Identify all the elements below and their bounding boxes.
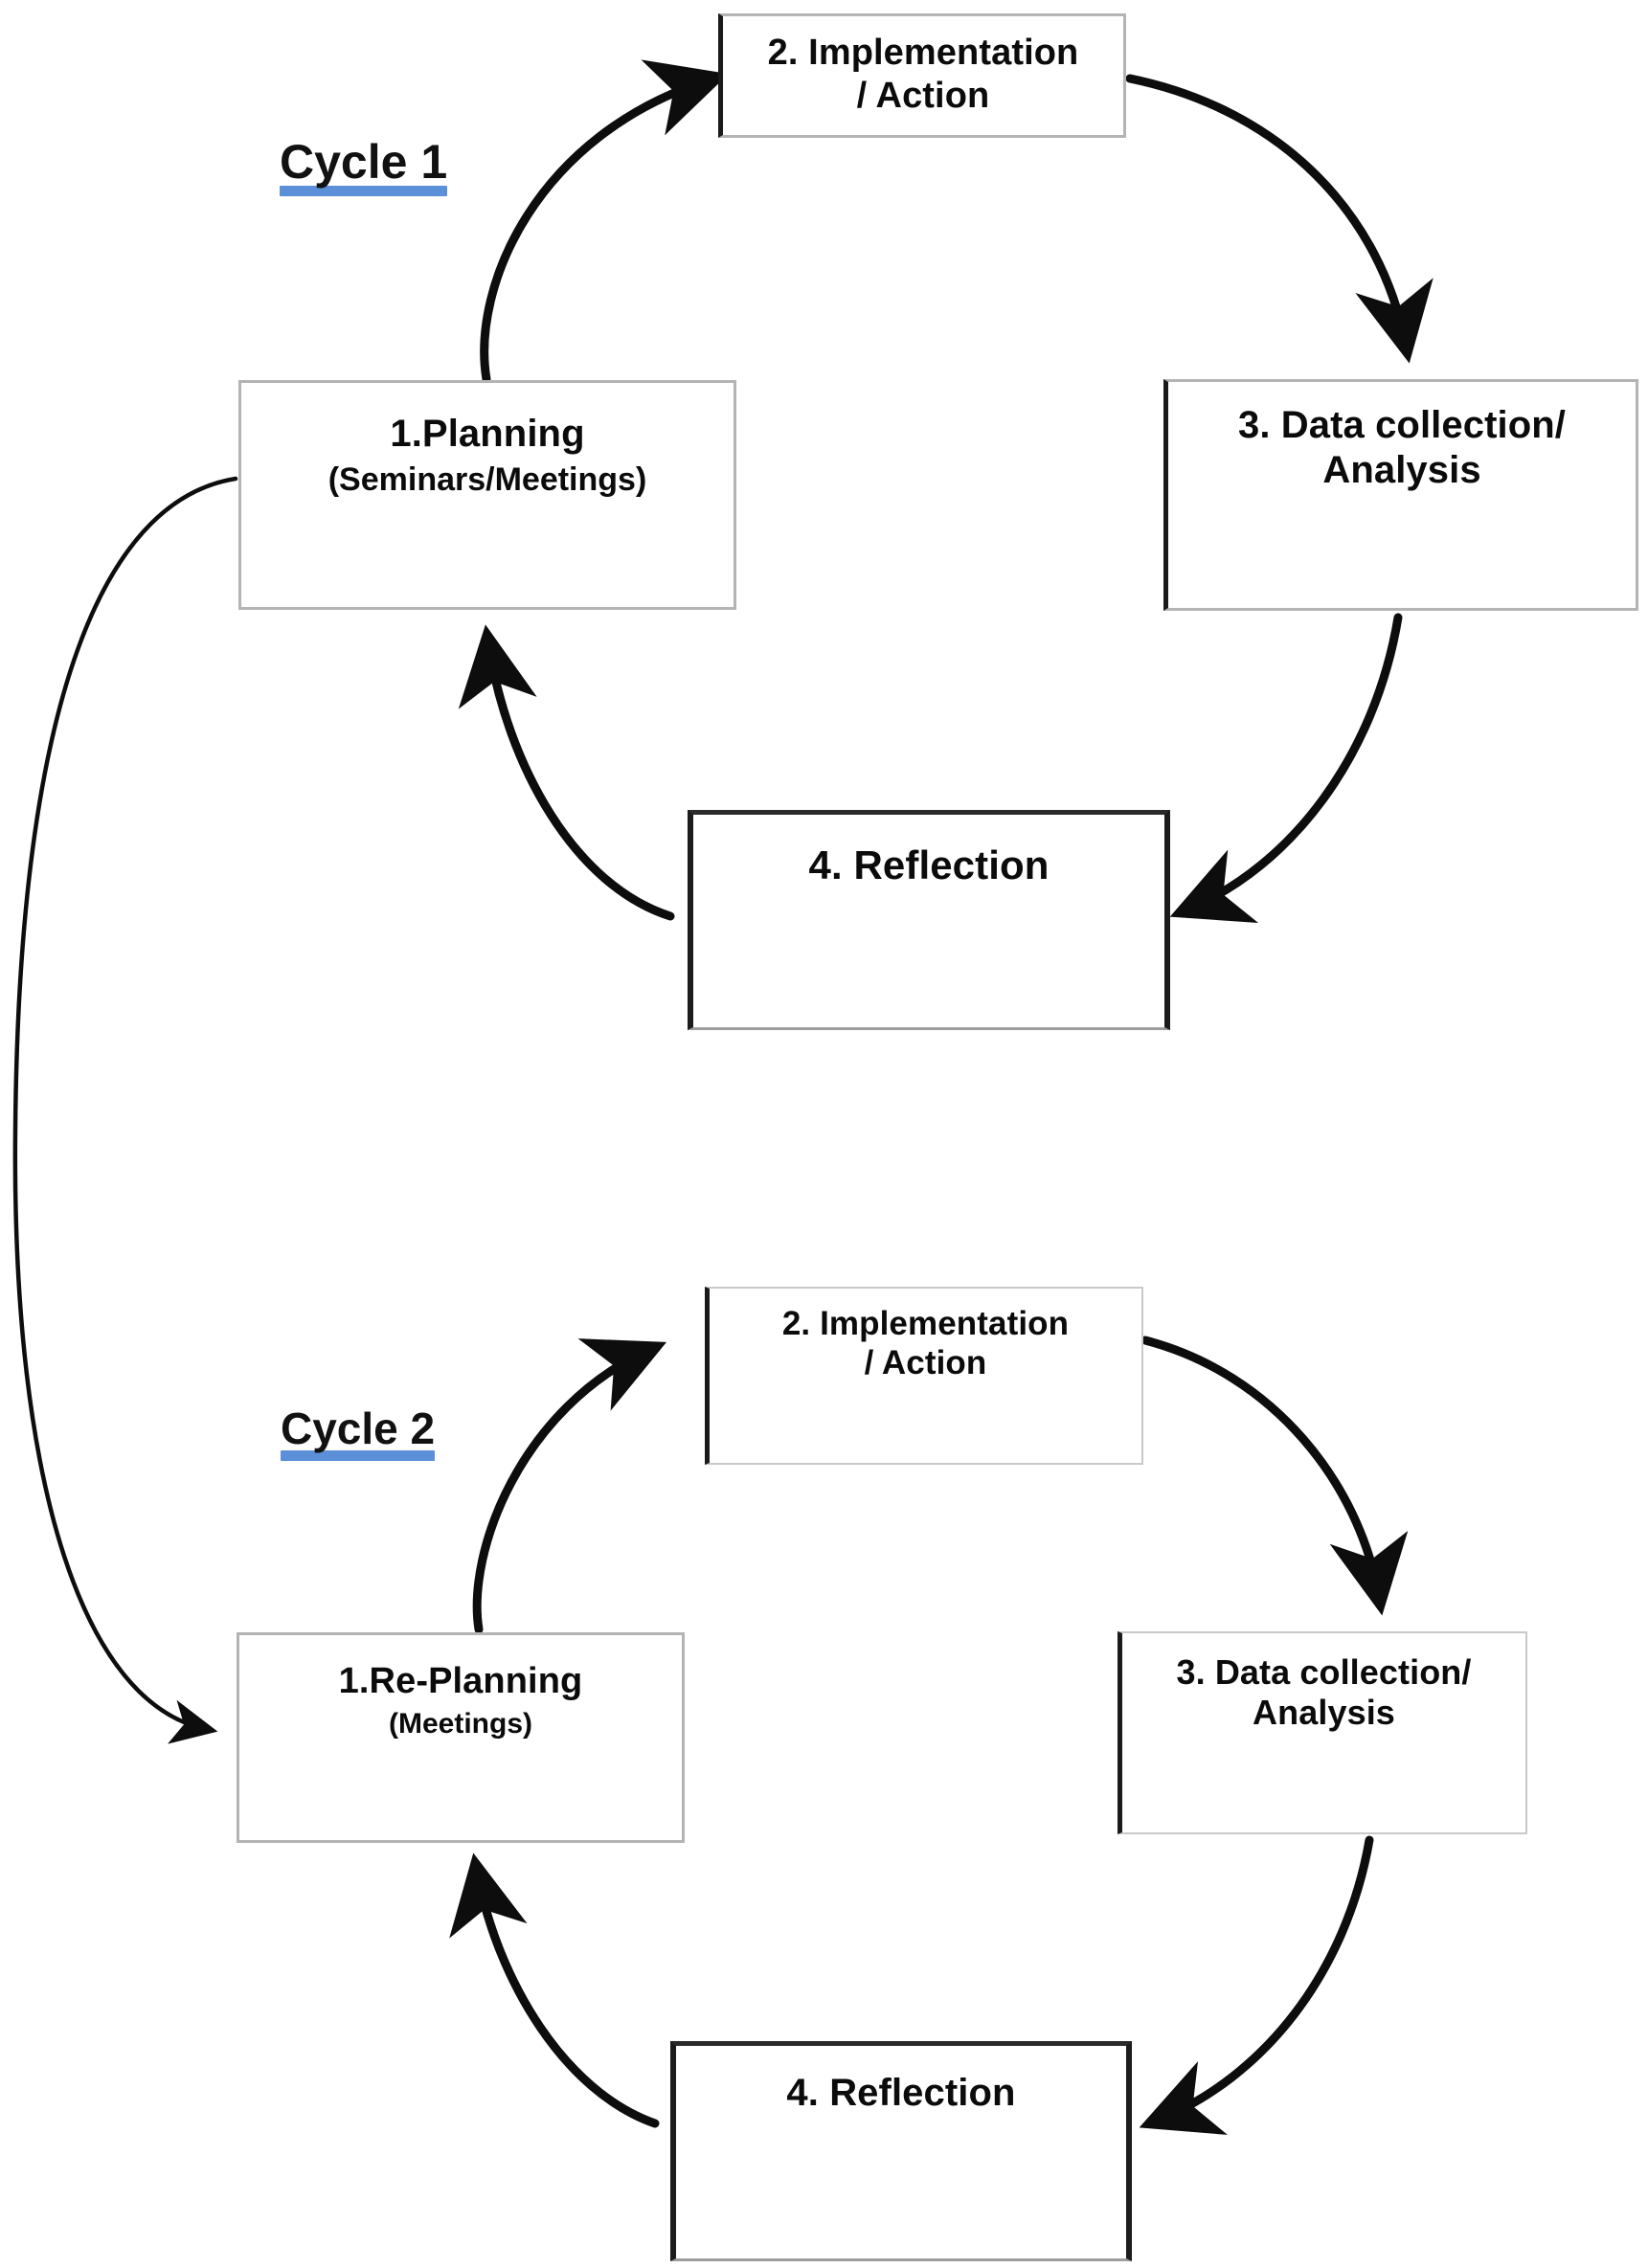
cycle-2-label: Cycle 2 <box>281 1403 436 1461</box>
node-c2-planning-title: 1.Re-Planning <box>338 1661 583 1701</box>
node-c2-implementation[interactable]: 2. Implementation / Action <box>705 1287 1143 1465</box>
node-c1-reflection[interactable]: 4. Reflection <box>688 810 1170 1030</box>
node-c2-reflection[interactable]: 4. Reflection <box>670 2041 1132 2261</box>
arrow-c2-planning-to-implementation <box>472 1338 667 1634</box>
arrow-c1-implementation-to-data <box>1125 74 1434 364</box>
node-c1-data-title: 3. Data collection/ Analysis <box>1238 404 1566 492</box>
arrow-c2-data-to-reflection <box>1139 1835 1374 2135</box>
node-c1-reflection-title: 4. Reflection <box>808 842 1050 887</box>
node-c2-implementation-title: 2. Implementation / Action <box>781 1305 1070 1382</box>
cycle-2-label-text: Cycle 2 <box>281 1403 436 1453</box>
arrow-c1-data-to-reflection <box>1169 613 1403 923</box>
node-c1-implementation-title: 2. Implementation / Action <box>767 33 1079 116</box>
cycle-1-label-text: Cycle 1 <box>280 135 448 189</box>
arrow-c2-implementation-to-data <box>1140 1336 1409 1616</box>
arrow-cycle1-to-cycle2 <box>12 476 238 1744</box>
arrow-c1-planning-to-implementation <box>480 59 729 384</box>
arrow-c1-reflection-to-planning <box>458 624 675 921</box>
node-c1-data[interactable]: 3. Data collection/ Analysis <box>1163 379 1638 611</box>
node-c2-planning[interactable]: 1.Re-Planning (Meetings) <box>237 1632 685 1843</box>
node-c1-planning-title: 1.Planning <box>390 413 585 455</box>
node-c1-implementation[interactable]: 2. Implementation / Action <box>718 13 1126 138</box>
cycle-1-label: Cycle 1 <box>280 134 448 196</box>
node-c2-data[interactable]: 3. Data collection/ Analysis <box>1117 1631 1527 1834</box>
cycle-1-underline <box>280 186 448 196</box>
node-c2-reflection-title: 4. Reflection <box>786 2072 1016 2114</box>
node-c2-data-title: 3. Data collection/ Analysis <box>1176 1652 1472 1733</box>
arrow-c2-reflection-to-planning <box>449 1853 660 2128</box>
cycle-2-underline <box>281 1450 436 1461</box>
node-c1-planning-subtitle: (Seminars/Meetings) <box>327 461 647 499</box>
node-c2-planning-subtitle: (Meetings) <box>389 1707 532 1740</box>
node-c1-planning[interactable]: 1.Planning (Seminars/Meetings) <box>238 380 736 610</box>
